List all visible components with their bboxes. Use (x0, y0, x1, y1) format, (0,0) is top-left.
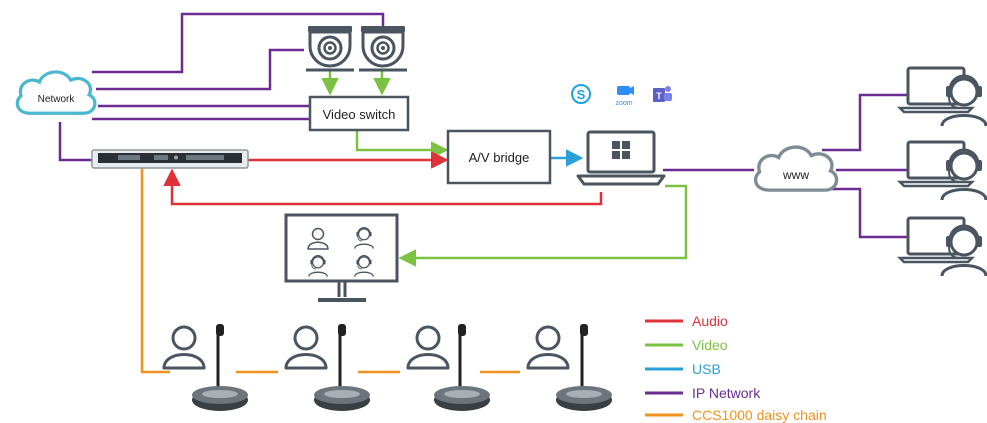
dome-camera-icon (357, 24, 409, 72)
daisy-chain-links (140, 168, 520, 374)
delegate-seat (406, 322, 492, 413)
zoom-text: zoom (615, 100, 632, 107)
legend-label: USB (692, 361, 721, 377)
audio-laptop-to-dcn (163, 168, 603, 206)
ip-link-cloud-camera1 (96, 48, 304, 91)
legend-item-ip-network: IP Network (645, 385, 761, 401)
remote-participant (898, 216, 987, 278)
meeting-monitor (284, 213, 399, 302)
www-label: www (782, 168, 809, 182)
av-bridge: A/V bridge (446, 129, 552, 185)
svg-text:T: T (656, 91, 662, 101)
www-cloud: www (753, 145, 839, 192)
delegate-seat (284, 322, 372, 413)
audio-links (163, 151, 603, 206)
legend: Audio Video USB IP Network CCS1000 daisy… (645, 313, 827, 423)
video-links (321, 70, 688, 267)
legend-label: IP Network (692, 385, 761, 401)
network-label: Network (38, 94, 76, 105)
video-switch: Video switch (308, 95, 410, 132)
person-icon (162, 325, 206, 370)
daisy-dcn-to-mic1 (140, 168, 170, 374)
person-icon (284, 325, 328, 370)
svg-text:S: S (577, 87, 586, 102)
legend-label: CCS1000 daisy chain (692, 407, 827, 423)
remote-participant (898, 140, 987, 202)
person-icon (526, 325, 570, 370)
remote-participant (898, 66, 987, 128)
legend-item-daisy-chain: CCS1000 daisy chain (645, 407, 827, 423)
teams-icon: T (653, 86, 672, 102)
ip-network-links (58, 12, 908, 239)
skype-icon: S (571, 84, 591, 104)
delegate-seat (526, 322, 614, 413)
legend-label: Audio (692, 313, 728, 329)
legend-item-usb: USB (645, 361, 721, 377)
legend-item-audio: Audio (645, 313, 728, 329)
legend-label: Video (692, 337, 728, 353)
video-laptop-to-monitor (398, 184, 688, 267)
ip-link-cloud-camera2 (92, 12, 385, 74)
zoom-icon: zoom (615, 86, 634, 107)
av-bridge-label: A/V bridge (469, 150, 530, 165)
ip-link-cloud-dcn (58, 122, 92, 162)
video-switch-label: Video switch (323, 107, 396, 122)
ip-link-www-remote1 (822, 93, 908, 152)
delegate-seat (162, 322, 250, 413)
video-switch-to-bridge (355, 130, 449, 159)
network-cloud: Network (15, 70, 97, 116)
legend-item-video: Video (645, 337, 728, 353)
ip-link-www-remote3 (822, 187, 908, 239)
person-icon (406, 325, 450, 370)
laptop-windows-icon (576, 130, 666, 186)
dome-camera-icon (304, 24, 356, 72)
central-unit (91, 149, 249, 169)
